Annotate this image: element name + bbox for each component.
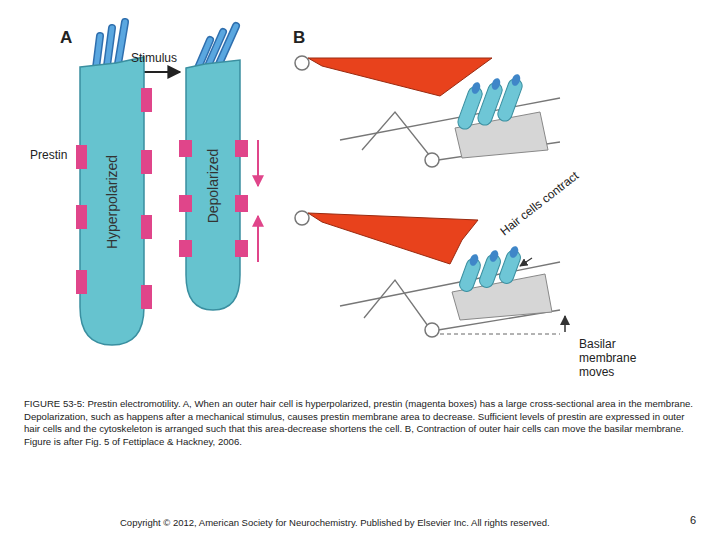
cell-body xyxy=(80,57,144,345)
shortening-arrow xyxy=(257,216,259,262)
stereocilia xyxy=(96,22,125,68)
movement-label: Basilar membrane moves xyxy=(579,338,659,379)
contraction-label: Hair cells contract xyxy=(498,169,582,239)
prestin-box xyxy=(76,88,248,309)
cell-state-label: Depolarized xyxy=(205,149,221,224)
rest-position xyxy=(440,334,560,335)
movement-arrow xyxy=(564,316,566,332)
pointer-arrow xyxy=(520,258,532,266)
hinge-point xyxy=(425,153,439,167)
pillar-cells xyxy=(362,112,430,156)
outer-hair-cells xyxy=(458,245,523,293)
copyright-notice: Copyright © 2012, American Society for N… xyxy=(120,518,620,529)
panel-letter: B xyxy=(293,28,305,48)
page-number: 6 xyxy=(690,514,696,527)
tectorial-membrane xyxy=(308,213,478,264)
prestin-label: Prestin xyxy=(30,149,67,163)
hair-cell: Depolarized xyxy=(183,60,243,312)
cell-state-label: Hyperpolarized xyxy=(104,155,120,249)
shortening-arrow xyxy=(257,140,259,186)
tectorial-membrane xyxy=(308,58,492,96)
hinge-point xyxy=(295,211,309,225)
cell-body xyxy=(186,60,240,310)
hinge-point xyxy=(295,56,309,70)
outer-hair-cells xyxy=(456,73,524,131)
pillar-cells xyxy=(364,280,428,326)
hinge-point xyxy=(425,323,439,337)
hair-cell: Hyperpolarized xyxy=(76,57,148,347)
panel-letter: A xyxy=(60,28,72,48)
figure-caption: FIGURE 53-5: Prestin electromotility. A,… xyxy=(24,398,700,448)
